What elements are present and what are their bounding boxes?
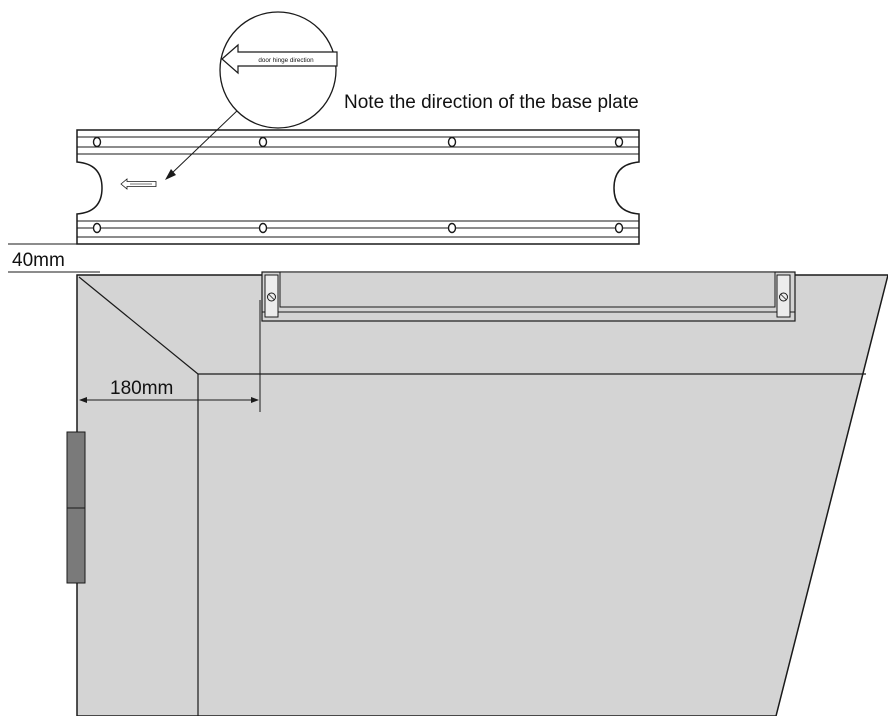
- dim-180-label: 180mm: [110, 378, 173, 399]
- lock-left-screw-icon: [267, 292, 276, 302]
- door-panel: [76, 274, 888, 716]
- direction-callout: door hinge direction: [165, 11, 338, 180]
- plate-hole: [614, 222, 624, 234]
- callout-text: door hinge direction: [258, 57, 314, 64]
- plate-hole: [258, 136, 268, 148]
- plate-hole: [447, 136, 457, 148]
- lock-body: [261, 271, 796, 322]
- lock-right-bracket: [776, 274, 791, 318]
- callout-pointer-arrowhead: [165, 169, 176, 180]
- dimension-180mm: 180mm: [79, 300, 261, 412]
- plate-hole: [447, 222, 457, 234]
- lock-right-screw-slot: [780, 293, 787, 301]
- dim-180-arrowhead-right: [251, 397, 259, 403]
- lock-left-bracket: [264, 274, 279, 318]
- door-hinge: [66, 431, 86, 584]
- dimension-40mm: 40mm: [8, 243, 100, 273]
- hinge-lower-leaf: [66, 507, 86, 584]
- corner-diagonal: [78, 276, 199, 375]
- lock-left-screw-slot: [268, 293, 275, 301]
- plate-hole: [258, 222, 268, 234]
- plate-hole: [92, 136, 102, 148]
- door-face: [76, 274, 888, 716]
- lock-right-screw-icon: [779, 292, 788, 302]
- plate-hole: [614, 136, 624, 148]
- callout-circle: [219, 11, 337, 129]
- hinge-upper-leaf: [66, 431, 86, 509]
- lock-inner: [279, 271, 776, 308]
- callout-arrow-icon: [221, 43, 338, 75]
- dim-180-arrowhead-left: [79, 397, 87, 403]
- base-plate-outline: [76, 129, 640, 245]
- dim-40-label: 40mm: [12, 250, 65, 271]
- callout-pointer: [169, 107, 241, 176]
- note-text: Note the direction of the base plate: [344, 92, 639, 113]
- base-plate: [76, 129, 640, 245]
- plate-hole: [92, 222, 102, 234]
